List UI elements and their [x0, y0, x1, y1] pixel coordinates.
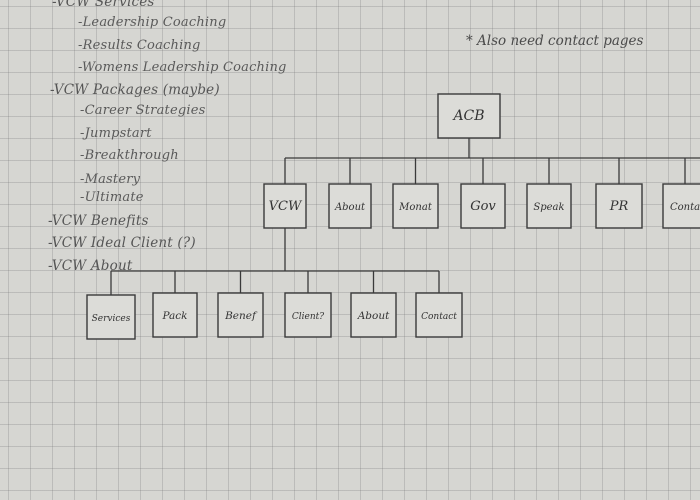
node-label: About: [357, 310, 390, 322]
note-line: -Womens Leadership Coaching: [78, 60, 287, 75]
node-label: Monat: [398, 202, 433, 213]
node-label: VCW: [269, 199, 303, 214]
node-box: [460, 183, 506, 229]
node-monat: Monat: [392, 183, 439, 229]
node-label: Pack: [161, 310, 187, 322]
node-box: [437, 93, 501, 139]
tree-connectors: [110, 138, 700, 295]
node-label: PR: [609, 199, 629, 214]
node-pr: PR: [595, 183, 643, 229]
note-line: -VCW Services: [52, 0, 155, 10]
node-about: About: [328, 183, 372, 229]
note-line: -VCW Ideal Client (?): [48, 235, 196, 251]
node-about2: About: [350, 292, 397, 338]
node-gov: Gov: [460, 183, 506, 229]
node-vcw: VCW: [263, 183, 307, 229]
note-line: -Mastery: [80, 172, 141, 187]
node-box: [217, 292, 264, 338]
note-line: -VCW About: [48, 258, 133, 274]
node-benef: Benef: [217, 292, 264, 338]
node-box: [662, 183, 700, 229]
node-box: [152, 292, 198, 338]
node-speak: Speak: [526, 183, 572, 229]
node-box: [328, 183, 372, 229]
note-line: -Jumpstart: [80, 126, 152, 141]
note-line: -VCW Packages (maybe): [50, 82, 220, 98]
node-box: [595, 183, 643, 229]
node-label: Speak: [533, 202, 564, 213]
node-box: [350, 292, 397, 338]
node-label: Services: [92, 314, 131, 324]
note-line: -Leadership Coaching: [78, 15, 227, 30]
node-box: [526, 183, 572, 229]
node-label: Benef: [224, 310, 258, 322]
node-label: About: [334, 202, 366, 213]
node-box: [415, 292, 463, 338]
note-line: -Career Strategies: [80, 103, 206, 118]
note-line: -VCW Benefits: [48, 213, 149, 229]
node-client: Client?: [284, 292, 332, 338]
note-line: -Breakthrough: [80, 148, 179, 163]
node-box: [284, 292, 332, 338]
node-box: [86, 294, 136, 340]
node-label: Conta: [670, 202, 700, 213]
node-label: ACB: [451, 108, 484, 124]
node-services: Services: [86, 294, 136, 340]
node-acb: ACB: [437, 93, 501, 139]
node-label: Gov: [470, 199, 496, 214]
contact-pages-note: * Also need contact pages: [466, 33, 644, 49]
node-box: [263, 183, 307, 229]
node-contact: Conta: [662, 183, 700, 229]
node-pack: Pack: [152, 292, 198, 338]
note-line: -Ultimate: [80, 190, 144, 205]
node-box: [392, 183, 439, 229]
node-label: Client?: [292, 312, 324, 322]
note-line: -Results Coaching: [78, 38, 201, 53]
node-contact2: Contact: [415, 292, 463, 338]
node-label: Contact: [421, 312, 457, 322]
